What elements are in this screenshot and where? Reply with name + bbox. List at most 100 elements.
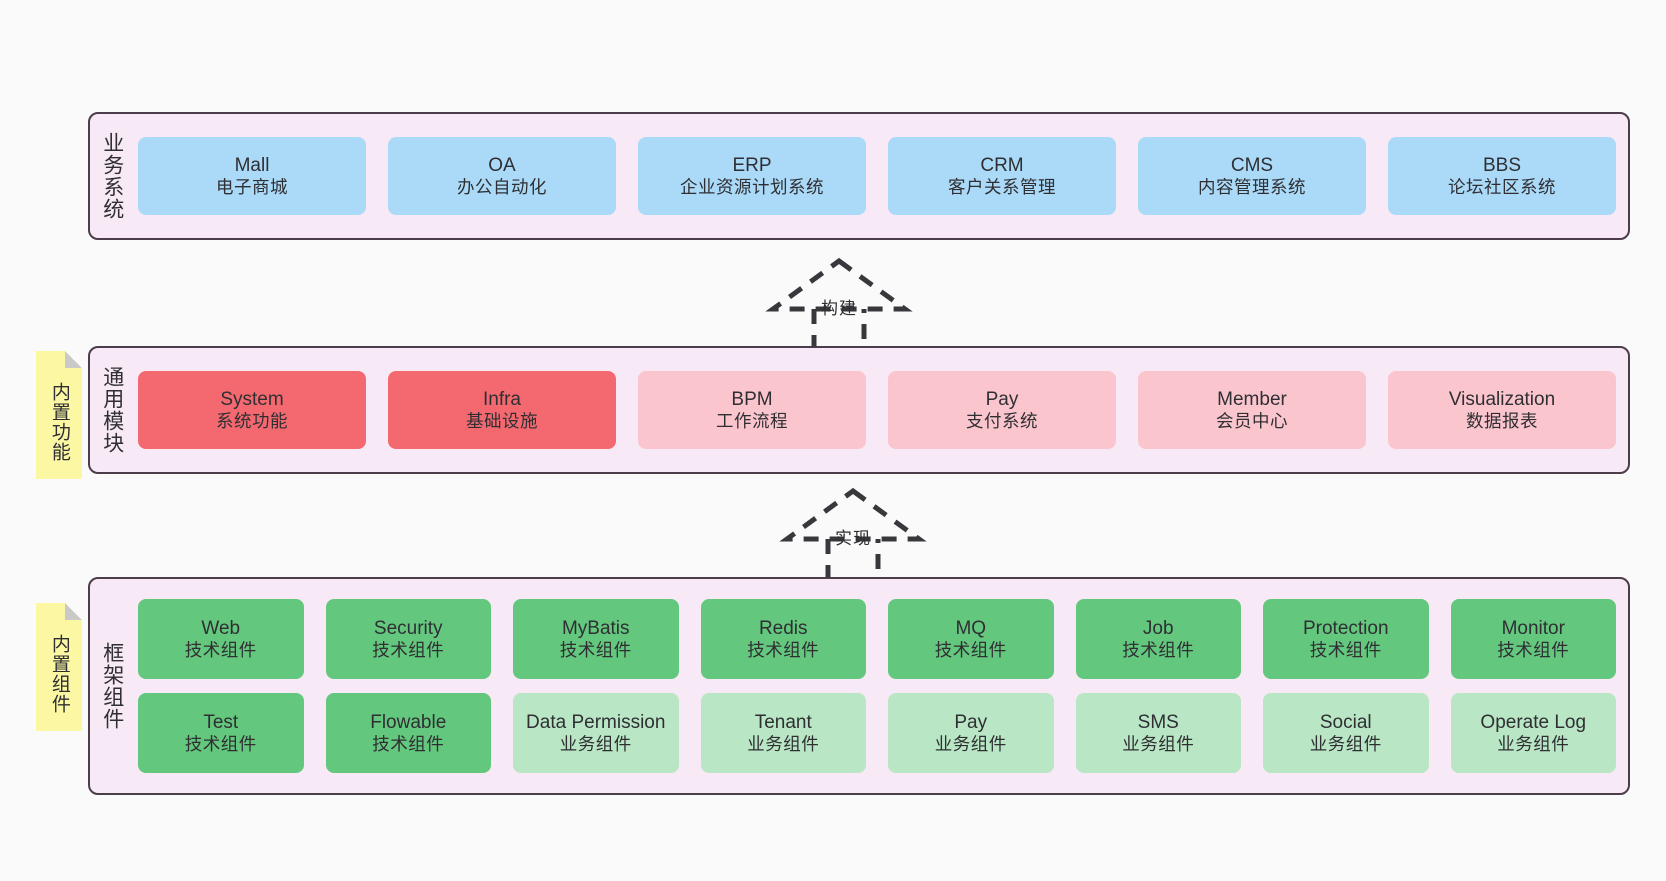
- card-subtitle: 企业资源计划系统: [680, 176, 824, 197]
- note-builtin-functions[interactable]: 内置功能: [36, 351, 82, 479]
- layer-body-business-system: Mall 电子商城 OA 办公自动化 ERP 企业资源计划系统 CRM 客户关系…: [134, 114, 1628, 238]
- card-row: System 系统功能 Infra 基础设施 BPM 工作流程 Pay 支付系统…: [138, 371, 1616, 449]
- card-erp[interactable]: ERP 企业资源计划系统: [638, 137, 866, 215]
- card-subtitle: 内容管理系统: [1198, 176, 1306, 197]
- card-subtitle: 办公自动化: [457, 176, 547, 197]
- card-title: Infra: [482, 388, 522, 410]
- card-subtitle: 技术组件: [934, 639, 1007, 660]
- note-builtin-components[interactable]: 内置组件: [36, 603, 82, 731]
- card-subtitle: 技术组件: [184, 639, 257, 660]
- card-title: Social: [1319, 711, 1372, 733]
- card-subtitle: 技术组件: [1122, 639, 1195, 660]
- card-flowable[interactable]: Flowable 技术组件: [325, 693, 491, 773]
- card-mq[interactable]: MQ 技术组件: [888, 599, 1054, 679]
- card-subtitle: 业务组件: [1309, 733, 1382, 754]
- card-title: Mall: [234, 154, 270, 176]
- card-subtitle: 业务组件: [747, 733, 820, 754]
- card-subtitle: 业务组件: [1497, 733, 1570, 754]
- card-title: Pay: [985, 388, 1019, 410]
- card-subtitle: 技术组件: [372, 639, 445, 660]
- arrow-label-implement: 实现: [835, 529, 871, 548]
- layer-common-module[interactable]: 通用模块 System 系统功能 Infra 基础设施 BPM 工作流程 Pay…: [88, 346, 1630, 474]
- card-mybatis[interactable]: MyBatis 技术组件: [513, 599, 679, 679]
- card-title: BBS: [1482, 154, 1522, 176]
- arrow-implement: 实现: [768, 487, 938, 583]
- card-system[interactable]: System 系统功能: [138, 371, 366, 449]
- card-title: Test: [203, 711, 239, 733]
- card-subtitle: 会员中心: [1216, 410, 1288, 431]
- card-title: Tenant: [754, 711, 812, 733]
- card-test[interactable]: Test 技术组件: [138, 693, 304, 773]
- card-title: OA: [488, 154, 516, 176]
- card-bbs[interactable]: BBS 论坛社区系统: [1388, 137, 1616, 215]
- card-monitor[interactable]: Monitor 技术组件: [1450, 599, 1616, 679]
- card-job[interactable]: Job 技术组件: [1075, 599, 1241, 679]
- card-subtitle: 客户关系管理: [948, 176, 1056, 197]
- card-subtitle: 技术组件: [559, 639, 632, 660]
- card-subtitle: 技术组件: [1497, 639, 1570, 660]
- card-social[interactable]: Social 业务组件: [1263, 693, 1429, 773]
- card-title: Operate Log: [1480, 711, 1587, 733]
- card-title: MQ: [955, 617, 987, 639]
- card-subtitle: 电子商城: [216, 176, 288, 197]
- card-subtitle: 工作流程: [716, 410, 788, 431]
- card-infra[interactable]: Infra 基础设施: [388, 371, 616, 449]
- card-bpm[interactable]: BPM 工作流程: [638, 371, 866, 449]
- card-title: Monitor: [1501, 617, 1565, 639]
- card-subtitle: 论坛社区系统: [1448, 176, 1556, 197]
- note-text: 内置功能: [48, 382, 70, 462]
- card-mall[interactable]: Mall 电子商城: [138, 137, 366, 215]
- layer-title-common-module: 通用模块: [100, 366, 124, 454]
- card-member[interactable]: Member 会员中心: [1138, 371, 1366, 449]
- card-title: CMS: [1230, 154, 1274, 176]
- card-title: ERP: [732, 154, 772, 176]
- card-title: Flowable: [370, 711, 447, 733]
- card-subtitle: 技术组件: [1309, 639, 1382, 660]
- layer-business-system[interactable]: 业务系统 Mall 电子商城 OA 办公自动化 ERP 企业资源计划系统 CRM…: [88, 112, 1630, 240]
- layer-body-common-module: System 系统功能 Infra 基础设施 BPM 工作流程 Pay 支付系统…: [134, 348, 1628, 472]
- card-data-permission[interactable]: Data Permission 业务组件: [513, 693, 679, 773]
- card-subtitle: 业务组件: [934, 733, 1007, 754]
- arrow-label-build: 构建: [821, 299, 857, 318]
- card-subtitle: 系统功能: [216, 410, 288, 431]
- card-pay[interactable]: Pay 支付系统: [888, 371, 1116, 449]
- card-title: BPM: [731, 388, 773, 410]
- layer-framework-component[interactable]: 框架组件 Web 技术组件 Security 技术组件 MyBatis 技术组件…: [88, 577, 1630, 795]
- card-row-technical: Web 技术组件 Security 技术组件 MyBatis 技术组件 Redi…: [138, 599, 1616, 679]
- card-subtitle: 业务组件: [1122, 733, 1195, 754]
- card-title: Redis: [758, 617, 808, 639]
- card-title: CRM: [980, 154, 1024, 176]
- card-subtitle: 基础设施: [466, 410, 538, 431]
- card-visualization[interactable]: Visualization 数据报表: [1388, 371, 1616, 449]
- arrow-build: 构建: [754, 257, 924, 353]
- card-title: Pay: [954, 711, 988, 733]
- card-protection[interactable]: Protection 技术组件: [1263, 599, 1429, 679]
- card-crm[interactable]: CRM 客户关系管理: [888, 137, 1116, 215]
- layer-body-framework-component: Web 技术组件 Security 技术组件 MyBatis 技术组件 Redi…: [134, 579, 1628, 793]
- card-title: MyBatis: [561, 617, 630, 639]
- card-title: System: [220, 388, 284, 410]
- layer-title-framework-component: 框架组件: [100, 642, 124, 730]
- card-title: Web: [201, 617, 241, 639]
- card-row-business: Test 技术组件 Flowable 技术组件 Data Permission …: [138, 693, 1616, 773]
- card-subtitle: 数据报表: [1466, 410, 1538, 431]
- card-tenant[interactable]: Tenant 业务组件: [700, 693, 866, 773]
- card-sms[interactable]: SMS 业务组件: [1075, 693, 1241, 773]
- card-oa[interactable]: OA 办公自动化: [388, 137, 616, 215]
- card-title: Member: [1217, 388, 1287, 410]
- card-security[interactable]: Security 技术组件: [325, 599, 491, 679]
- card-pay-business[interactable]: Pay 业务组件: [888, 693, 1054, 773]
- card-title: SMS: [1137, 711, 1179, 733]
- card-subtitle: 支付系统: [966, 410, 1038, 431]
- card-subtitle: 技术组件: [184, 733, 257, 754]
- card-cms[interactable]: CMS 内容管理系统: [1138, 137, 1366, 215]
- card-web[interactable]: Web 技术组件: [138, 599, 304, 679]
- card-operate-log[interactable]: Operate Log 业务组件: [1450, 693, 1616, 773]
- card-row: Mall 电子商城 OA 办公自动化 ERP 企业资源计划系统 CRM 客户关系…: [138, 137, 1616, 215]
- card-title: Data Permission: [526, 711, 666, 733]
- card-title: Security: [373, 617, 443, 639]
- card-redis[interactable]: Redis 技术组件: [700, 599, 866, 679]
- layer-title-business-system: 业务系统: [100, 132, 124, 220]
- card-subtitle: 技术组件: [372, 733, 445, 754]
